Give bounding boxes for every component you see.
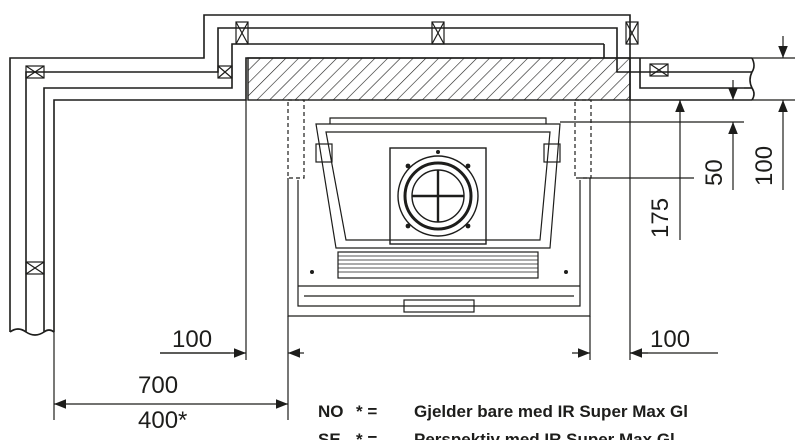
footnote-no-lang: NO	[318, 402, 344, 421]
dimension-lines	[53, 36, 795, 420]
footnote-no: NO * = Gjelder bare med IR Super Max Gl	[318, 402, 688, 421]
dimension-175: 175	[647, 198, 674, 238]
dimension-400-star: 400*	[138, 407, 187, 434]
footnote-se-text: Perspektiv med IR Super Max Gl	[414, 430, 675, 440]
dimension-left-100: 100	[172, 326, 212, 353]
dimension-50: 50	[701, 159, 728, 186]
dimension-100-vertical: 100	[751, 146, 778, 186]
wall-studs	[25, 21, 669, 275]
footnote-no-marker: * =	[356, 402, 377, 421]
dimension-right-100: 100	[650, 326, 690, 353]
dimension-700: 700	[138, 372, 178, 399]
footnote-se: SE * = Perspektiv med IR Super Max Gl	[318, 430, 675, 440]
dashed-outlines	[287, 99, 592, 179]
footnote-se-marker: * =	[356, 430, 377, 440]
footnote-no-text: Gjelder bare med IR Super Max Gl	[414, 402, 688, 421]
footnote-se-lang: SE	[318, 430, 341, 440]
hatched-firewall	[247, 57, 631, 101]
stove-top-view	[287, 117, 591, 317]
